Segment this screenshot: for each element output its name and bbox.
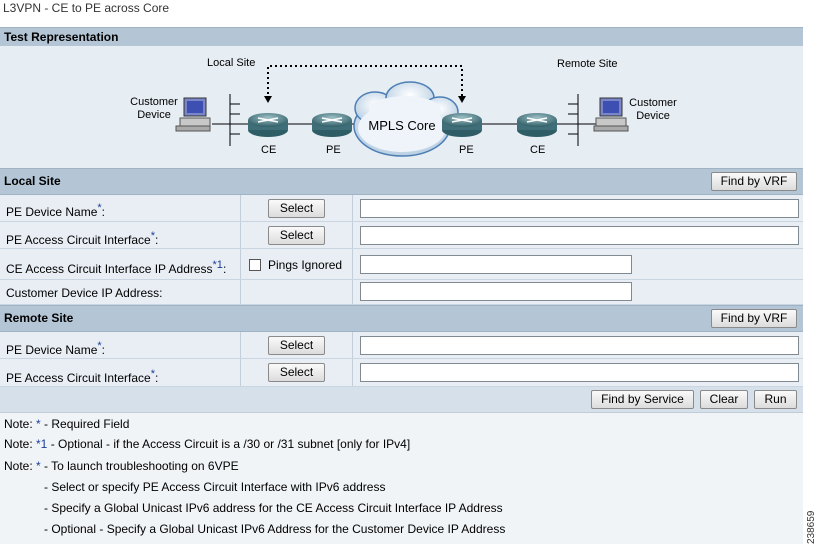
node-label-pe-left: PE	[326, 144, 341, 156]
clear-button[interactable]: Clear	[700, 390, 748, 409]
remote-row-pe-access-circuit: PE Access Circuit Interface*: Select	[0, 359, 803, 387]
note-bullet: - Optional - Specify a Global Unicast IP…	[44, 522, 506, 536]
local-pe-device-select-button[interactable]: Select	[268, 199, 325, 218]
notes-section: Note: * - Required Field Note: *1 - Opti…	[0, 413, 803, 544]
node-label-ce-left: CE	[261, 144, 277, 156]
local-pe-access-circuit-select-button[interactable]: Select	[268, 226, 325, 245]
remote-pe-device-select-button[interactable]: Select	[268, 336, 325, 355]
note-bullet: - Specify a Global Unicast IPv6 address …	[44, 501, 503, 515]
customer-device-left-label: Customer Device	[130, 96, 178, 121]
customer-device-right-icon	[593, 97, 629, 132]
required-marker: *	[150, 368, 156, 380]
mpls-cloud-icon	[353, 81, 459, 157]
local-row-pe-device: PE Device Name*: Select	[0, 195, 803, 222]
find-by-service-button[interactable]: Find by Service	[591, 390, 694, 409]
note-optional: Note: *1 - Optional - if the Access Circ…	[4, 437, 411, 451]
local-pe-device-input[interactable]	[360, 199, 799, 218]
local-pe-access-circuit-input[interactable]	[360, 226, 799, 245]
remote-pe-access-circuit-input[interactable]	[360, 363, 799, 382]
figure-code: 238659	[806, 510, 817, 544]
local-row-customer-ip: Customer Device IP Address:	[0, 280, 803, 305]
remote-site-header: Remote Site	[0, 305, 803, 332]
local-row-pe-access-circuit: PE Access Circuit Interface*: Select	[0, 222, 803, 249]
required-marker: *	[97, 202, 102, 214]
router-pe-right-icon	[442, 113, 482, 137]
local-site-header: Local Site	[0, 168, 803, 195]
local-row-ce-ip: CE Access Circuit Interface IP Address*1…	[0, 249, 803, 280]
remote-pe-device-input[interactable]	[360, 336, 799, 355]
node-label-ce-right: CE	[530, 144, 546, 156]
test-representation-header: Test Representation	[0, 27, 803, 47]
run-button[interactable]: Run	[754, 390, 797, 409]
remote-row-pe-device: PE Device Name*: Select	[0, 332, 803, 359]
arrow-left-icon	[264, 96, 272, 103]
required-marker: *	[150, 230, 156, 242]
remote-find-by-vrf-button[interactable]: Find by VRF	[711, 309, 797, 328]
pings-ignored-label: Pings Ignored	[268, 258, 343, 272]
pings-ignored-checkbox[interactable]	[249, 259, 261, 271]
topology-diagram: MPLS Core Local Site Remote Site	[0, 46, 803, 168]
note-bullet: - Select or specify PE Access Circuit In…	[44, 480, 386, 494]
local-find-by-vrf-button[interactable]: Find by VRF	[711, 172, 797, 191]
remote-site-label: Remote Site	[557, 58, 618, 70]
customer-device-left-icon	[175, 97, 211, 132]
local-site-label: Local Site	[207, 57, 256, 69]
page-title: L3VPN - CE to PE across Core	[3, 1, 170, 15]
mpls-core-label: MPLS Core	[368, 118, 435, 133]
topology-svg: MPLS Core	[175, 65, 629, 157]
required-marker: *	[97, 340, 102, 352]
local-customer-ip-input[interactable]	[360, 282, 632, 301]
local-ce-ip-input[interactable]	[360, 255, 632, 274]
router-ce-left-icon	[248, 113, 288, 137]
local-site-path	[267, 65, 463, 99]
optional-marker: *1	[212, 259, 223, 271]
remote-pe-access-circuit-select-button[interactable]: Select	[268, 363, 325, 382]
note-required: Note: * - Required Field	[4, 417, 130, 431]
customer-device-right-label: Customer Device	[629, 97, 677, 122]
node-label-pe-right: PE	[459, 144, 474, 156]
router-pe-left-icon	[312, 113, 352, 137]
router-ce-right-icon	[517, 113, 557, 137]
action-bar: Find by Service Clear Run	[0, 387, 803, 413]
note-6vpe: Note: * - To launch troubleshooting on 6…	[4, 459, 239, 473]
arrow-right-icon	[458, 96, 466, 103]
